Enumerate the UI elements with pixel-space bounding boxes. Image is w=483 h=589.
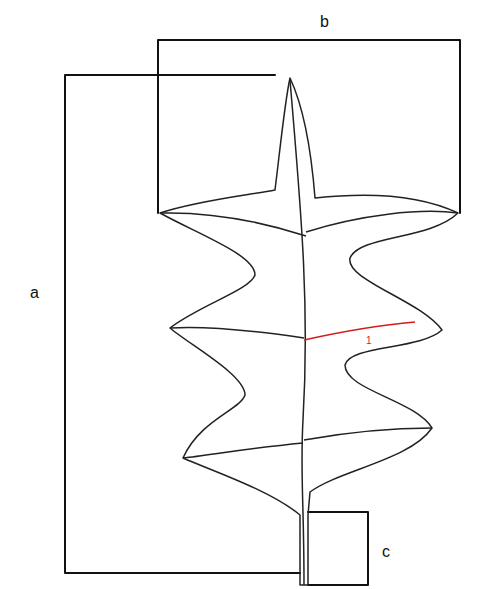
midrib	[290, 80, 305, 585]
dimension-label: b	[320, 14, 329, 30]
leaf-outline	[160, 78, 458, 585]
dimension-label: c	[382, 544, 390, 560]
leaf-vein	[304, 428, 432, 440]
leaf-vein	[160, 213, 306, 236]
length-bracket	[65, 75, 300, 573]
leaf-vein	[183, 443, 303, 458]
dimension-label: a	[30, 285, 39, 301]
width-bracket	[158, 40, 460, 213]
petiole-bracket	[308, 512, 368, 585]
leaf-vein	[306, 211, 458, 232]
callout-number: 1	[366, 336, 372, 346]
measure-line	[304, 322, 415, 340]
leaf-vein	[170, 327, 304, 338]
